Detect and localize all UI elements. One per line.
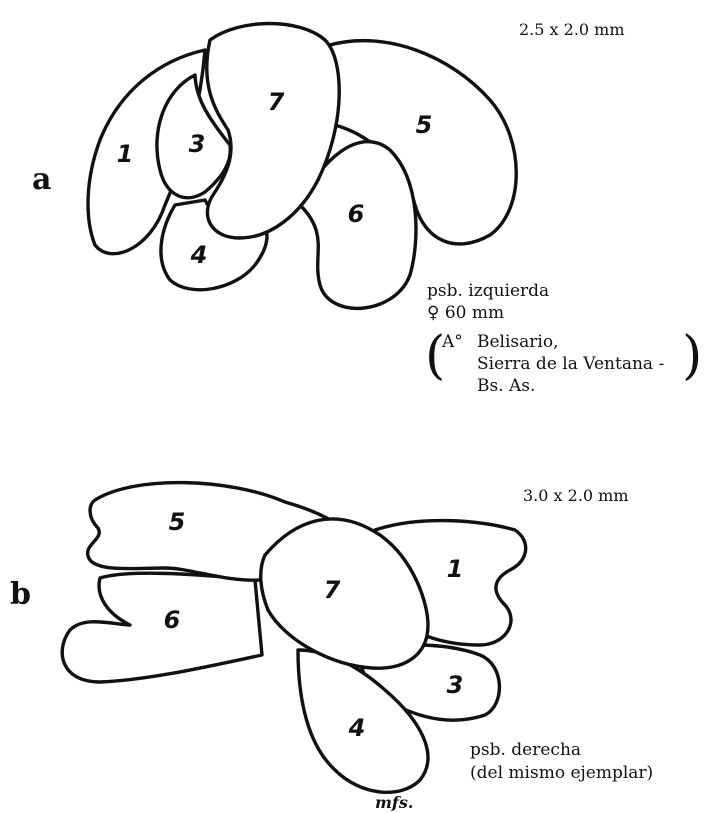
figure-a-locality-prefix: A°	[442, 334, 463, 351]
figure-a-sex-length: ♀ 60 mm	[427, 305, 504, 322]
figure-a-lobe-label-4: 4	[190, 241, 208, 269]
figure-a-locality-line1: Belisario,	[477, 334, 559, 351]
figure-b-letter: b	[10, 580, 31, 610]
figure-b-lobe-label-1: 1	[447, 555, 464, 583]
figure-a-side: psb. izquierda	[427, 283, 549, 300]
figure-a-lobe-label-3: 3	[189, 130, 206, 158]
figure-b-lobe-label-7: 7	[324, 576, 341, 604]
artist-signature: mfs.	[375, 795, 413, 811]
figure-b-lobe-label-3: 3	[447, 671, 464, 699]
figure-a-lobe-label-6: 6	[348, 200, 365, 228]
figure-a-lobe-label-5: 5	[416, 111, 433, 139]
figure-b-lobe-label-4: 4	[348, 714, 366, 742]
figure-b-lobe-label-6: 6	[164, 606, 181, 634]
figure-b-size: 3.0 x 2.0 mm	[523, 488, 629, 504]
figure-b-lobe-label-5: 5	[169, 508, 186, 536]
figure-a-locality-line2: Sierra de la Ventana -	[477, 356, 664, 373]
figure-b-lobe-6	[62, 573, 262, 682]
figure-a-close-paren: )	[682, 330, 702, 382]
figure-b-specimen-note: (del mismo ejemplar)	[470, 765, 653, 782]
figure-b-side: psb. derecha	[470, 742, 581, 759]
figure-a-locality-line3: Bs. As.	[477, 378, 535, 395]
figure-a-lobe-label-1: 1	[117, 140, 134, 168]
figure-b-drawing: 5 7 1 6 3 4	[62, 483, 525, 793]
figure-a-lobe-label-7: 7	[268, 88, 285, 116]
figure-a-size: 2.5 x 2.0 mm	[519, 22, 625, 38]
figure-a-drawing: 1 3 7 5 4 6	[88, 24, 516, 309]
figure-a-letter: a	[32, 165, 51, 195]
